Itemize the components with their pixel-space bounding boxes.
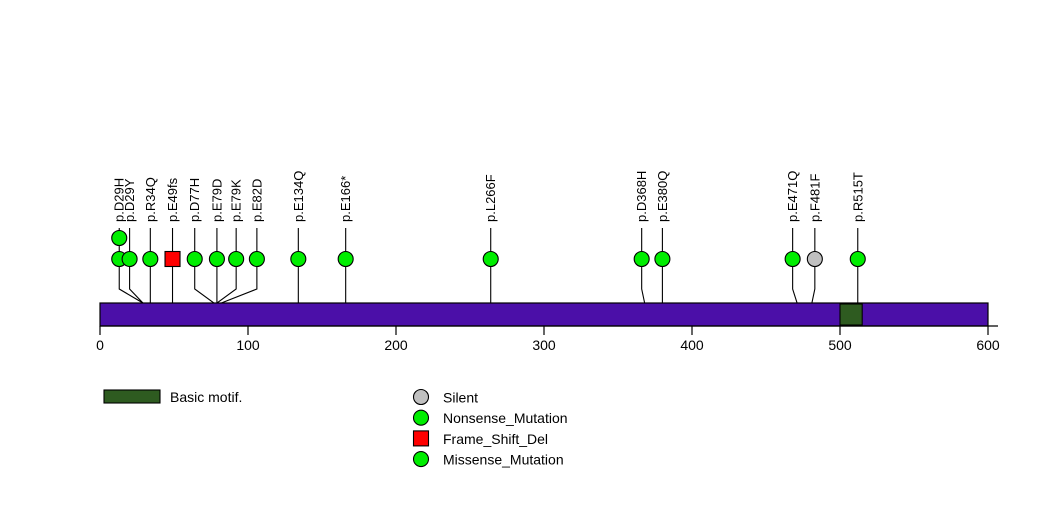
- mutation-label: p.L266F: [483, 174, 498, 222]
- legend-swatch-mutation[interactable]: [412, 409, 430, 426]
- axis-tick-label: 200: [384, 337, 408, 353]
- mutation-marker-circle[interactable]: [111, 229, 128, 247]
- mutation-marker-circle[interactable]: [482, 250, 499, 268]
- mutation-marker-circle[interactable]: [248, 250, 265, 268]
- legend-swatch-mutation[interactable]: [412, 388, 430, 406]
- mutation-label: p.D29H: [112, 178, 127, 222]
- legend-label-mutation: Missense_Mutation: [443, 452, 564, 468]
- axis-tick-label: 500: [828, 337, 852, 353]
- mutation-label: p.E380Q: [655, 171, 670, 222]
- mutation-marker-circle[interactable]: [784, 250, 801, 268]
- protein-domain-basic-motif[interactable]: [839, 303, 863, 326]
- mutation-label: p.R515T: [850, 172, 865, 222]
- legend-label-mutation: Silent: [443, 390, 478, 406]
- legend-swatch-mutation[interactable]: [412, 451, 430, 468]
- mutation-label: p.D368H: [634, 171, 649, 222]
- legend-swatch-domain[interactable]: [103, 389, 161, 404]
- x-axis-group: 0 100 200 300 400 500 600: [96, 325, 1000, 353]
- mutation-marker-circle[interactable]: [849, 250, 866, 268]
- protein-bar-group: [99, 302, 989, 327]
- axis-tick-label: 600: [976, 337, 1000, 353]
- mutation-marker-circle[interactable]: [142, 250, 159, 268]
- legend-swatch-frame-shift-del[interactable]: [412, 430, 430, 447]
- mutation-marker-square[interactable]: [164, 250, 181, 268]
- mutation-label: p.F481F: [807, 174, 822, 222]
- mutation-marker-circle[interactable]: [806, 250, 823, 268]
- mutation-label: p.E79D: [209, 179, 224, 222]
- axis-tick-label: 0: [96, 337, 104, 353]
- legend-label-mutation: Nonsense_Mutation: [443, 410, 568, 426]
- mutation-label: p.E166*: [338, 176, 353, 222]
- mutation-label: p.R34Q: [143, 177, 158, 222]
- axis-tick-label: 100: [236, 337, 260, 353]
- legend-label-domain: Basic motif.: [170, 389, 242, 405]
- legend-group: Basic motif. SilentNonsense_MutationFrame…: [103, 388, 568, 468]
- mutation-marker-circle[interactable]: [633, 250, 650, 268]
- mutation-label: p.D29Y: [122, 178, 137, 222]
- axis-tick-label: 300: [532, 337, 556, 353]
- mutation-label: p.E49fs: [165, 177, 180, 222]
- mutation-label: p.D77H: [187, 178, 202, 222]
- mutation-marker-circle[interactable]: [654, 250, 671, 268]
- mutation-label: p.E79K: [229, 179, 244, 222]
- mutation-marker-circle[interactable]: [121, 250, 138, 268]
- mutation-marker-circle[interactable]: [186, 250, 203, 268]
- axis-tick-label: 400: [680, 337, 704, 353]
- mutation-label: p.E471Q: [785, 171, 800, 222]
- mutation-label: p.E82D: [249, 179, 264, 222]
- mutation-marker-circle[interactable]: [290, 250, 307, 268]
- mutation-label: p.E134Q: [291, 171, 306, 222]
- mutation-marker-circle[interactable]: [208, 250, 225, 268]
- legend-label-mutation: Frame_Shift_Del: [443, 431, 548, 447]
- mutation-marker-circle[interactable]: [337, 250, 354, 268]
- mutation-markers-group: [111, 229, 866, 268]
- mutation-marker-circle[interactable]: [228, 250, 245, 268]
